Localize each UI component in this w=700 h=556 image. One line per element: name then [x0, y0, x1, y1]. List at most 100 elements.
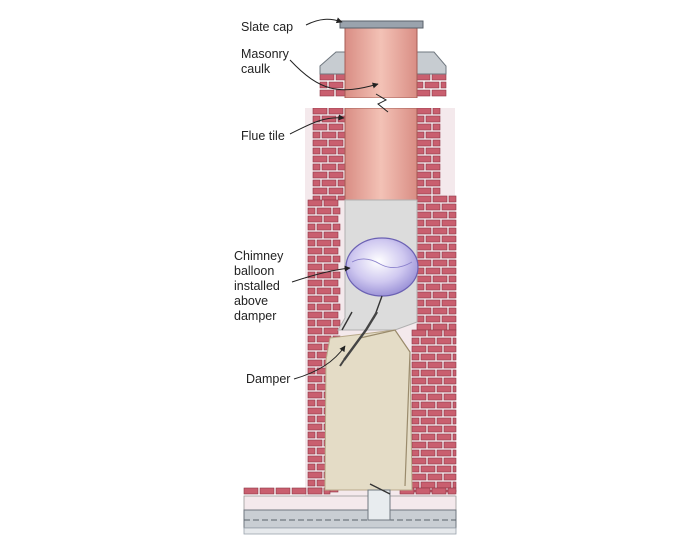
- brick: [307, 303, 316, 311]
- brick: [332, 287, 341, 295]
- brick: [307, 431, 316, 439]
- brick: [312, 187, 328, 195]
- brick: [411, 337, 420, 345]
- brick: [425, 299, 441, 307]
- brick: [443, 393, 457, 401]
- brick: [425, 115, 441, 123]
- brick: [411, 433, 420, 441]
- brick: [436, 369, 452, 377]
- brick: [432, 243, 448, 251]
- flue-tile-upper: [344, 27, 418, 99]
- brick: [259, 487, 275, 495]
- brick: [416, 187, 432, 195]
- brick: [436, 433, 452, 441]
- brick: [425, 251, 441, 259]
- slate-cap-label: Slate cap: [241, 20, 294, 34]
- balloon-leader: [291, 265, 351, 283]
- brick: [307, 375, 323, 383]
- brick: [307, 463, 316, 471]
- brick: [431, 487, 447, 495]
- brick: [441, 251, 457, 259]
- section-break: [312, 98, 454, 108]
- brick: [328, 81, 344, 89]
- brick: [307, 343, 323, 351]
- brick: [307, 407, 323, 415]
- brick: [416, 147, 425, 155]
- brick: [443, 345, 457, 353]
- brick: [307, 239, 316, 247]
- brick: [337, 195, 346, 201]
- brick: [432, 259, 448, 267]
- brick: [319, 89, 335, 97]
- brick: [307, 319, 316, 327]
- chimney-balloon-label: Chimney balloon installed above damper: [234, 249, 284, 323]
- brick: [425, 267, 441, 275]
- brick: [312, 179, 321, 187]
- brick: [415, 89, 431, 97]
- brick: [321, 163, 337, 171]
- brick: [307, 383, 316, 391]
- brick: [321, 131, 337, 139]
- flue-tile-leader: [289, 114, 345, 135]
- brick: [420, 417, 436, 425]
- brick: [316, 271, 332, 279]
- brick: [321, 179, 337, 187]
- brick: [321, 195, 337, 201]
- brick: [443, 457, 457, 465]
- brick: [328, 139, 344, 147]
- right-brick-wall: [411, 195, 457, 493]
- ash-dump: [367, 489, 391, 521]
- brick: [416, 131, 425, 139]
- brick: [411, 385, 420, 393]
- brick: [416, 291, 432, 299]
- brick: [323, 279, 339, 287]
- brick: [420, 337, 436, 345]
- brick: [432, 107, 441, 115]
- brick: [452, 481, 457, 489]
- brick: [307, 399, 316, 407]
- brick: [337, 147, 346, 155]
- brick: [447, 487, 457, 495]
- brick: [416, 275, 432, 283]
- brick: [323, 231, 339, 239]
- brick: [332, 319, 341, 327]
- brick: [427, 457, 443, 465]
- brick: [307, 455, 323, 463]
- brick: [332, 303, 341, 311]
- brick: [312, 107, 328, 115]
- flue-tile-label: Flue tile: [241, 129, 285, 143]
- brick: [431, 73, 447, 81]
- brick: [307, 295, 323, 303]
- brick: [337, 179, 346, 187]
- damper-leader: [293, 345, 346, 380]
- brick: [436, 465, 452, 473]
- brick: [452, 385, 457, 393]
- brick: [448, 259, 457, 267]
- brick: [323, 215, 339, 223]
- brick: [291, 487, 307, 495]
- brick: [448, 195, 457, 203]
- break-symbol: [375, 93, 389, 113]
- brick: [436, 449, 452, 457]
- brick: [432, 291, 448, 299]
- brick: [411, 361, 427, 369]
- brick: [416, 163, 425, 171]
- brick: [332, 255, 341, 263]
- brick: [432, 227, 448, 235]
- brick: [420, 465, 436, 473]
- brick: [328, 123, 344, 131]
- brick: [420, 385, 436, 393]
- brick: [448, 227, 457, 235]
- brick: [427, 473, 443, 481]
- brick: [441, 315, 457, 323]
- brick: [307, 199, 323, 207]
- brick: [432, 275, 448, 283]
- brick: [416, 307, 432, 315]
- brick: [441, 299, 457, 307]
- brick: [452, 433, 457, 441]
- brick: [411, 417, 420, 425]
- brick: [432, 307, 448, 315]
- brick: [307, 351, 316, 359]
- brick: [443, 409, 457, 417]
